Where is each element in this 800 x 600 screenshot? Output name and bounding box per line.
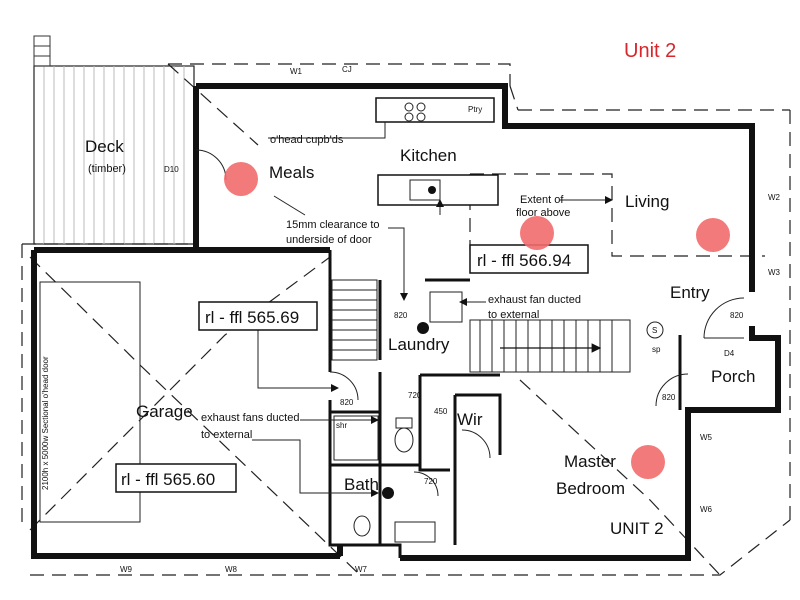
tag-820-bed: 820 <box>662 393 676 402</box>
tag-450: 450 <box>434 407 448 416</box>
tag-s: S <box>652 326 657 335</box>
tag-sp: sp <box>652 345 661 354</box>
level-box-landing <box>198 301 318 331</box>
tag-w8: W8 <box>225 565 238 574</box>
room-bath: Bath <box>344 475 379 494</box>
note-clearance-1: 15mm clearance to <box>286 219 380 231</box>
tag-d10: D10 <box>164 165 179 174</box>
tag-cj: CJ <box>342 65 352 74</box>
tag-d4: D4 <box>724 349 735 358</box>
leader-lines <box>252 122 613 497</box>
deck-area <box>33 35 195 245</box>
note-exhaust-2b: to external <box>201 429 252 441</box>
tag-820-laundry: 820 <box>394 311 408 320</box>
label-pantry: Ptry <box>468 105 482 114</box>
note-exhaust-1b: to external <box>488 309 539 321</box>
unit-title: Unit 2 <box>624 40 676 62</box>
note-extent-1: Extent of <box>520 194 564 206</box>
stairs <box>331 279 631 373</box>
tag-w9: W9 <box>120 565 133 574</box>
level-living: rl - ffl 566.94 <box>477 251 571 270</box>
room-garage: Garage <box>136 402 193 421</box>
tag-w5: W5 <box>700 433 713 442</box>
note-clearance-2: underside of door <box>286 234 372 246</box>
room-bedroom: Bedroom <box>556 479 625 498</box>
tag-w6: W6 <box>700 505 713 514</box>
room-entry: Entry <box>670 283 710 302</box>
level-garage: rl - ffl 565.60 <box>121 470 215 489</box>
unit-label: UNIT 2 <box>610 519 664 538</box>
marker-bedroom-3 <box>696 218 730 252</box>
external-walls <box>31 83 781 561</box>
internal-walls <box>328 250 682 558</box>
roof-dash-lines <box>21 63 791 576</box>
markers <box>224 162 730 479</box>
tag-820-entry: 820 <box>730 311 744 320</box>
marker-bedroom-2 <box>520 216 554 250</box>
note-exhaust-2a: exhaust fans ducted <box>201 412 299 424</box>
tag-720-bath: 720 <box>424 477 438 486</box>
room-kitchen: Kitchen <box>400 146 457 165</box>
room-laundry: Laundry <box>388 335 450 354</box>
tag-w2: W2 <box>768 193 781 202</box>
room-deck: Deck <box>85 137 124 156</box>
note-exhaust-1a: exhaust fan ducted <box>488 294 581 306</box>
room-deck-sub: (timber) <box>88 163 126 175</box>
room-living: Living <box>625 192 669 211</box>
tag-w7: W7 <box>355 565 368 574</box>
wet-area-fixtures <box>333 291 664 543</box>
label-shower: shr <box>336 421 347 430</box>
note-garage-door: 2100h x 5000w Sectional o'head door <box>41 356 50 490</box>
marker-bedroom-1 <box>224 162 258 196</box>
room-porch: Porch <box>711 367 755 386</box>
level-box-garage <box>115 463 237 493</box>
marker-bedroom-4 <box>631 445 665 479</box>
room-wir: Wir <box>457 410 483 429</box>
room-meals: Meals <box>269 163 314 182</box>
tag-w1: W1 <box>290 67 303 76</box>
tag-720-wc: 720 <box>408 391 422 400</box>
room-master: Master <box>564 452 616 471</box>
door-swings <box>195 149 745 497</box>
tag-w3: W3 <box>768 268 781 277</box>
note-ohead: o'head cupb'ds <box>270 134 344 146</box>
tag-820-garage: 820 <box>340 398 354 407</box>
level-landing: rl - ffl 565.69 <box>205 308 299 327</box>
note-extent-2: floor above <box>516 207 570 219</box>
